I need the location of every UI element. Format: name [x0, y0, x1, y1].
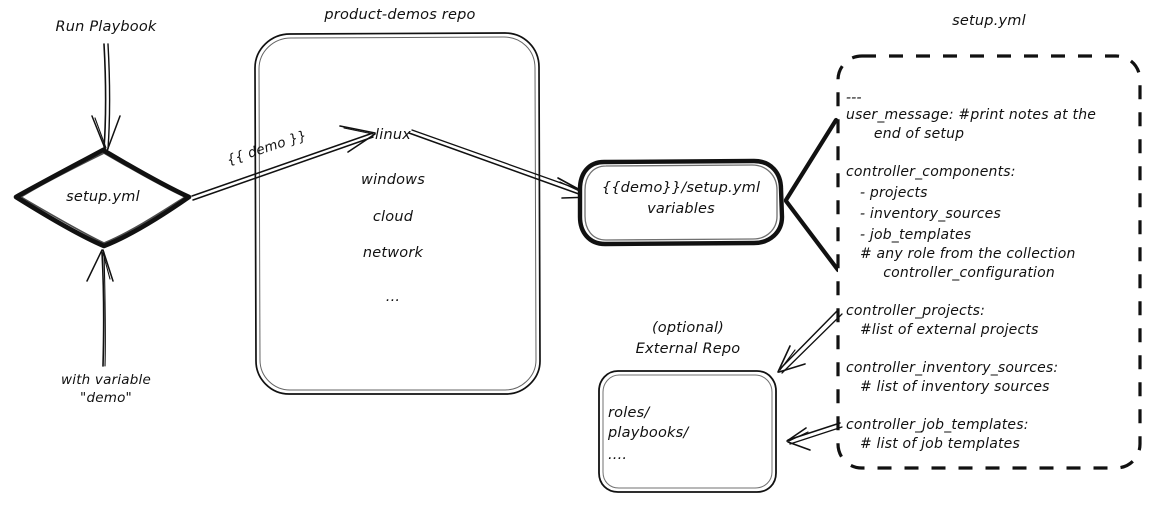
label-setup-yml-file-title: setup.yml [952, 13, 1026, 29]
setup-yml-line-11: controller_projects: [846, 303, 986, 319]
label-run-playbook: Run Playbook [55, 19, 157, 35]
setup-yml-line-6: - inventory_sources [846, 206, 1001, 222]
repo-item-ellipsis: ... [385, 289, 401, 305]
arrow-run-playbook [91, 43, 121, 152]
label-demo-variables-line2: variables [647, 201, 715, 217]
setup-yml-line-2: end of setup [846, 126, 965, 142]
external-repo-item-roles: roles/ [608, 405, 650, 421]
setup-yml-line-4: controller_components: [846, 164, 1016, 180]
label-external-repo-title: External Repo [635, 341, 741, 357]
arrow-projects-to-external-repo [777, 309, 843, 374]
label-demo-edge: {{ demo }} [224, 127, 309, 169]
setup-yml-line-14: controller_inventory_sources: [846, 360, 1059, 376]
repo-item-network: network [362, 245, 424, 261]
arrow-with-variable [86, 249, 114, 367]
setup-yml-line-5: - projects [846, 185, 928, 201]
external-repo-item-playbooks: playbooks/ [608, 425, 689, 441]
label-external-repo-optional: (optional) [651, 320, 725, 336]
setup-yml-line-12: #list of external projects [846, 322, 1039, 338]
repo-item-cloud: cloud [372, 209, 414, 225]
setup-yml-line-7: - job_templates [846, 227, 972, 243]
setup-yml-line-8: # any role from the collection [846, 246, 1076, 262]
arrow-job-templates-to-external-repo [786, 422, 843, 451]
setup-yml-line-1: user_message: #print notes at the [846, 107, 1097, 123]
repo-item-windows: windows [361, 172, 425, 188]
setup-yml-line-9: controller_configuration [846, 265, 1055, 281]
label-demo-variables-line1: {{demo}}/setup.yml [601, 180, 761, 196]
label-with-variable-line2: "demo" [80, 390, 132, 406]
external-repo-item-ellipsis: .... [608, 447, 628, 463]
repo-item-linux: linux [374, 127, 412, 143]
label-with-variable-line1: with variable [61, 372, 151, 388]
label-setup-yml-diamond: setup.yml [66, 189, 140, 205]
label-product-demos-repo-title: product-demos repo [324, 7, 476, 23]
connector-setupyml-to-variables [783, 117, 841, 273]
setup-yml-line-17: controller_job_templates: [846, 417, 1029, 433]
setup-yml-line-0: --- [846, 90, 862, 106]
setup-yml-line-15: # list of inventory sources [846, 379, 1050, 395]
setup-yml-line-18: # list of job templates [846, 436, 1020, 452]
